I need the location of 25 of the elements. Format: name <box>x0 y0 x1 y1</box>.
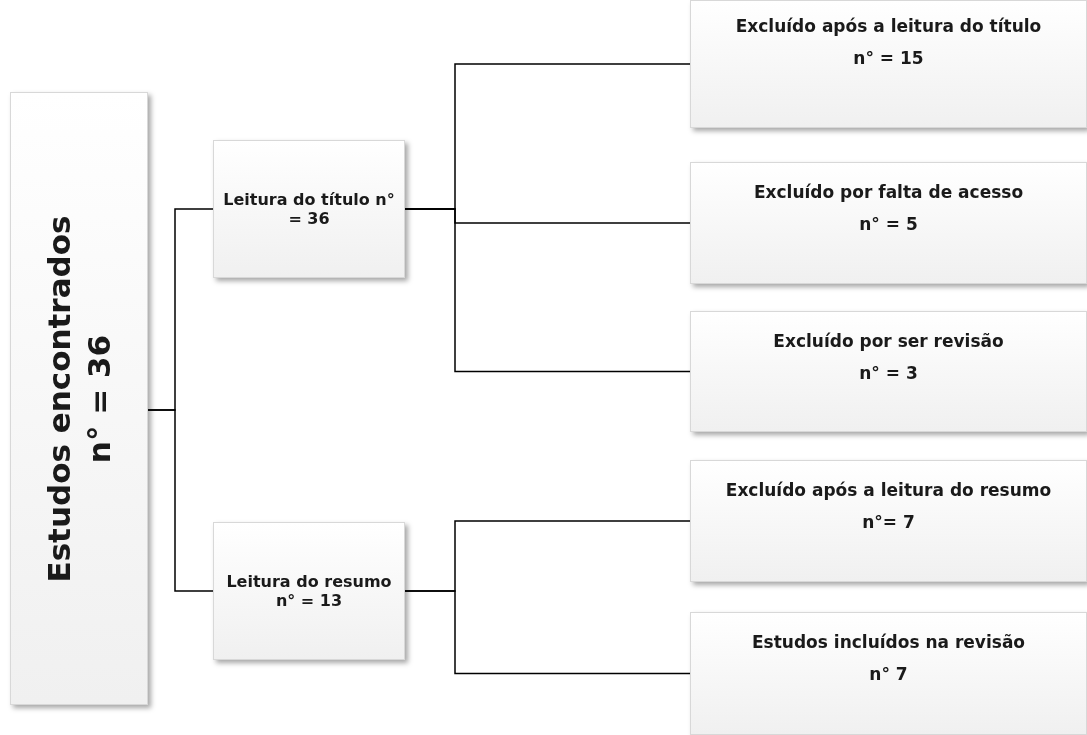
process-box <box>690 0 1087 128</box>
count-text: n°= 7 <box>861 511 916 533</box>
box-text: Leitura do resumo n° = 13 <box>225 572 393 610</box>
process-box <box>213 140 405 278</box>
box-heading: Excluído após a leitura do título <box>734 15 1043 37</box>
box-heading: Estudos encontrados <box>40 214 78 583</box>
connector-line <box>404 590 691 675</box>
count-text: n° 7 <box>868 663 909 685</box>
box-heading: Excluído por ser revisão <box>772 330 1005 352</box>
box-text: Leitura do título n° = 36 <box>222 190 396 228</box>
box-heading: Excluído após a leitura do resumo <box>724 479 1053 501</box>
process-box <box>690 311 1087 432</box>
count-text: n° = 15 <box>852 47 925 69</box>
process-box <box>10 92 148 705</box>
box-heading: Estudos incluídos na revisão <box>750 631 1027 653</box>
count-text: n° = 5 <box>858 213 919 235</box>
count-text: n° = 3 <box>858 362 919 384</box>
connector-line <box>404 208 691 373</box>
process-box <box>690 612 1087 735</box>
connector-line <box>147 409 214 592</box>
box-heading: Excluído por falta de acesso <box>752 181 1025 203</box>
process-box <box>690 460 1087 582</box>
process-box <box>213 522 405 660</box>
process-box <box>690 162 1087 284</box>
count-text: n° = 36 <box>80 334 118 463</box>
